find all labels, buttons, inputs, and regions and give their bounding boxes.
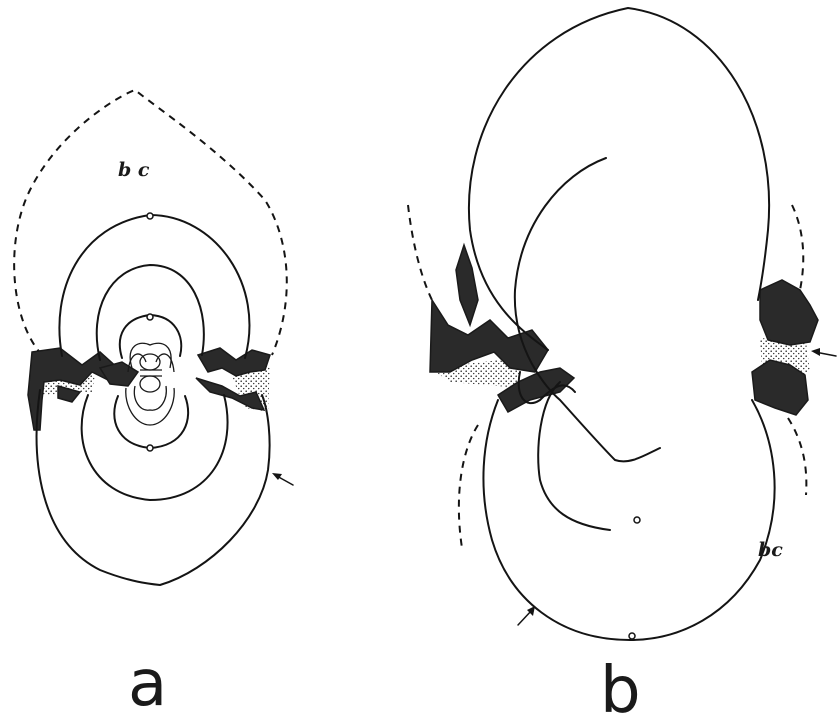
panel-b-siphuncle-outer <box>629 633 635 639</box>
panel-a-upper-whorl-2 <box>97 265 204 360</box>
panel-a-arrow <box>272 473 293 485</box>
panel-b-siphuncle-inner <box>634 517 640 523</box>
panel-b-dashed-right-upper <box>792 205 803 290</box>
panel-b-region-label: bc <box>758 539 783 561</box>
panel-a-protoconch <box>126 343 174 425</box>
panel-b-letter: b <box>600 654 641 728</box>
panel-b-dark-left-crack <box>456 245 478 325</box>
panel-b-outer-shell-lower <box>483 400 774 640</box>
panel-b-dashed-right-lower <box>788 418 806 495</box>
panel-b-dashed-left-upper <box>408 205 432 300</box>
panel-b-arrow-lower <box>518 606 535 625</box>
panel-a-letter: a <box>128 647 167 721</box>
panel-b-dark-right-upper <box>760 280 818 345</box>
panel-a-lower-whorl-2 <box>114 396 188 448</box>
panel-a-siphuncle-lower <box>147 445 153 451</box>
panel-a-upper-whorl-1 <box>59 215 249 358</box>
panel-a-siphuncle-upper <box>147 213 153 219</box>
panel-b-dashed-left-lower <box>459 425 478 548</box>
panel-a-region-label: b c <box>118 159 150 181</box>
panel-a-siphuncle-mid <box>147 314 153 320</box>
panel-a-upper-whorl-3 <box>120 315 181 358</box>
panel-b-arrow-right <box>811 348 836 356</box>
panel-b-inner-whorl <box>515 158 660 461</box>
panel-b: bc b <box>408 8 836 728</box>
panel-a-outer-whorl-lower <box>37 390 270 585</box>
panel-a: b c a <box>14 90 293 721</box>
panel-b-inner-lower-whorl <box>538 382 610 530</box>
